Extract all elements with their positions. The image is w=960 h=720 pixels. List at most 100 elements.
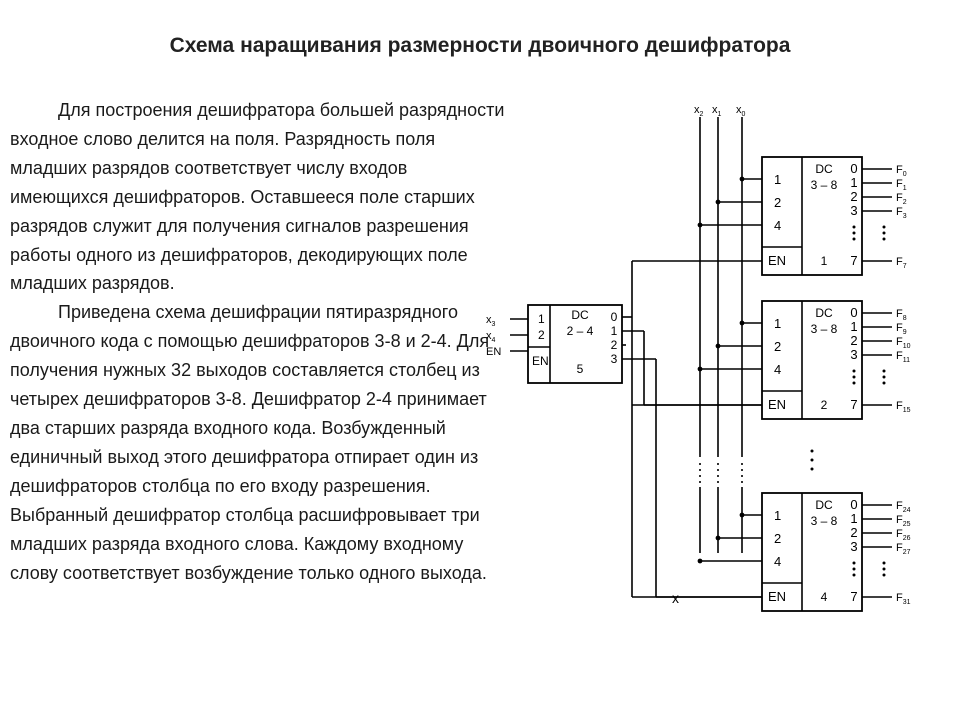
- body-text: Для построения дешифратора большей разря…: [10, 96, 510, 587]
- decoder-kind-label: 2 – 4: [567, 324, 594, 338]
- decoder-input-label: 1: [774, 316, 781, 331]
- decoder-output-label: 0: [850, 497, 857, 512]
- output-line-ellipsis: [882, 369, 886, 385]
- dot: [852, 369, 856, 373]
- decoder-output-label: 0: [850, 161, 857, 176]
- decoder-input-label: 4: [774, 362, 781, 377]
- decoder-output-label: 0: [850, 305, 857, 320]
- junction-dot: [739, 176, 745, 182]
- output-label-F8: F8: [896, 308, 907, 322]
- dot: [810, 467, 814, 471]
- dot: [882, 567, 886, 571]
- decoder-output-label: 0: [611, 310, 618, 324]
- decoder-index-label: 2: [821, 398, 828, 412]
- cross-mark: x: [672, 590, 679, 606]
- dot: [882, 561, 886, 565]
- decoder-output-label: 1: [850, 319, 857, 334]
- decoder-input-label: 1: [538, 312, 545, 326]
- dot: [882, 231, 886, 235]
- column-ellipsis: [810, 449, 814, 471]
- dot: [882, 573, 886, 577]
- decoder-type-label: DC: [815, 162, 833, 176]
- dot: [882, 381, 886, 385]
- output-label-F9: F9: [896, 322, 907, 336]
- output-label-F3: F3: [896, 206, 907, 220]
- output-ellipsis: [852, 561, 856, 577]
- decoder-input-label: 2: [774, 339, 781, 354]
- decoder-index-label: 5: [577, 362, 584, 376]
- output-label-F26: F26: [896, 528, 911, 542]
- output-line-ellipsis: [882, 225, 886, 241]
- dot: [882, 225, 886, 229]
- decoder-index-label: 4: [821, 590, 828, 604]
- output-line-ellipsis: [882, 561, 886, 577]
- bus-label-x2: x2: [694, 104, 704, 118]
- slide-title: Схема наращивания размерности двоичного …: [169, 34, 791, 57]
- bus-label-x0: x0: [736, 104, 746, 118]
- decoder-output-label: 7: [850, 397, 857, 412]
- junction-dot: [715, 343, 721, 349]
- junction-dot: [697, 366, 703, 372]
- decoder-output-label: 7: [850, 589, 857, 604]
- decoder-box: [761, 300, 863, 420]
- junction-dot: [697, 558, 703, 564]
- decoder-box: [527, 304, 623, 384]
- dot: [810, 458, 814, 462]
- decoder-input-label: 4: [774, 554, 781, 569]
- output-ellipsis: [852, 369, 856, 385]
- decoder-en-label: EN: [768, 253, 786, 268]
- decoder-input-label: 2: [774, 195, 781, 210]
- decoder-input-label: 2: [774, 531, 781, 546]
- decoder-type-label: DC: [815, 498, 833, 512]
- input-label-EN: EN: [486, 346, 501, 358]
- decoder-output-label: 1: [850, 511, 857, 526]
- wires: [622, 117, 762, 598]
- dot: [852, 237, 856, 241]
- decoder-index-label: 1: [821, 254, 828, 268]
- decoder-output-label: 3: [850, 347, 857, 362]
- decoder-en-label: EN: [768, 397, 786, 412]
- decoder-output-label: 2: [850, 525, 857, 540]
- decoder-output-label: 3: [850, 539, 857, 554]
- output-ellipsis: [852, 225, 856, 241]
- dot: [852, 375, 856, 379]
- dot: [852, 381, 856, 385]
- decoder-output-label: 2: [850, 333, 857, 348]
- output-label-F11: F11: [896, 350, 910, 364]
- dot: [852, 225, 856, 229]
- decoder-input-label: 1: [774, 508, 781, 523]
- junction-dot: [715, 535, 721, 541]
- dot: [882, 369, 886, 373]
- decoder-output-label: 2: [611, 338, 618, 352]
- decoder-input-label: 1: [774, 172, 781, 187]
- decoder-type-label: DC: [571, 308, 589, 322]
- decoder-box: [761, 492, 863, 612]
- output-label-F24: F24: [896, 500, 911, 514]
- decoder-input-label: 2: [538, 328, 545, 342]
- decoder-type-label: DC: [815, 306, 833, 320]
- decoder-output-label: 7: [850, 253, 857, 268]
- decoder-output-label: 3: [850, 203, 857, 218]
- decoder-en-label: EN: [532, 354, 549, 368]
- decoder-box: [761, 156, 863, 276]
- dot: [882, 237, 886, 241]
- decoder-output-label: 1: [850, 175, 857, 190]
- dot: [852, 231, 856, 235]
- dot: [852, 561, 856, 565]
- input-label-x4: x4: [486, 330, 496, 344]
- decoder-kind-label: 3 – 8: [811, 514, 838, 528]
- input-label-x3: x3: [486, 314, 496, 328]
- output-label-F10: F10: [896, 336, 911, 350]
- decoder-output-label: 2: [850, 189, 857, 204]
- dot: [852, 573, 856, 577]
- decoder-output-label: 1: [611, 324, 618, 338]
- junction-dot: [739, 512, 745, 518]
- dot: [810, 449, 814, 453]
- junction-dot: [697, 222, 703, 228]
- output-label-F31: F31: [896, 592, 911, 606]
